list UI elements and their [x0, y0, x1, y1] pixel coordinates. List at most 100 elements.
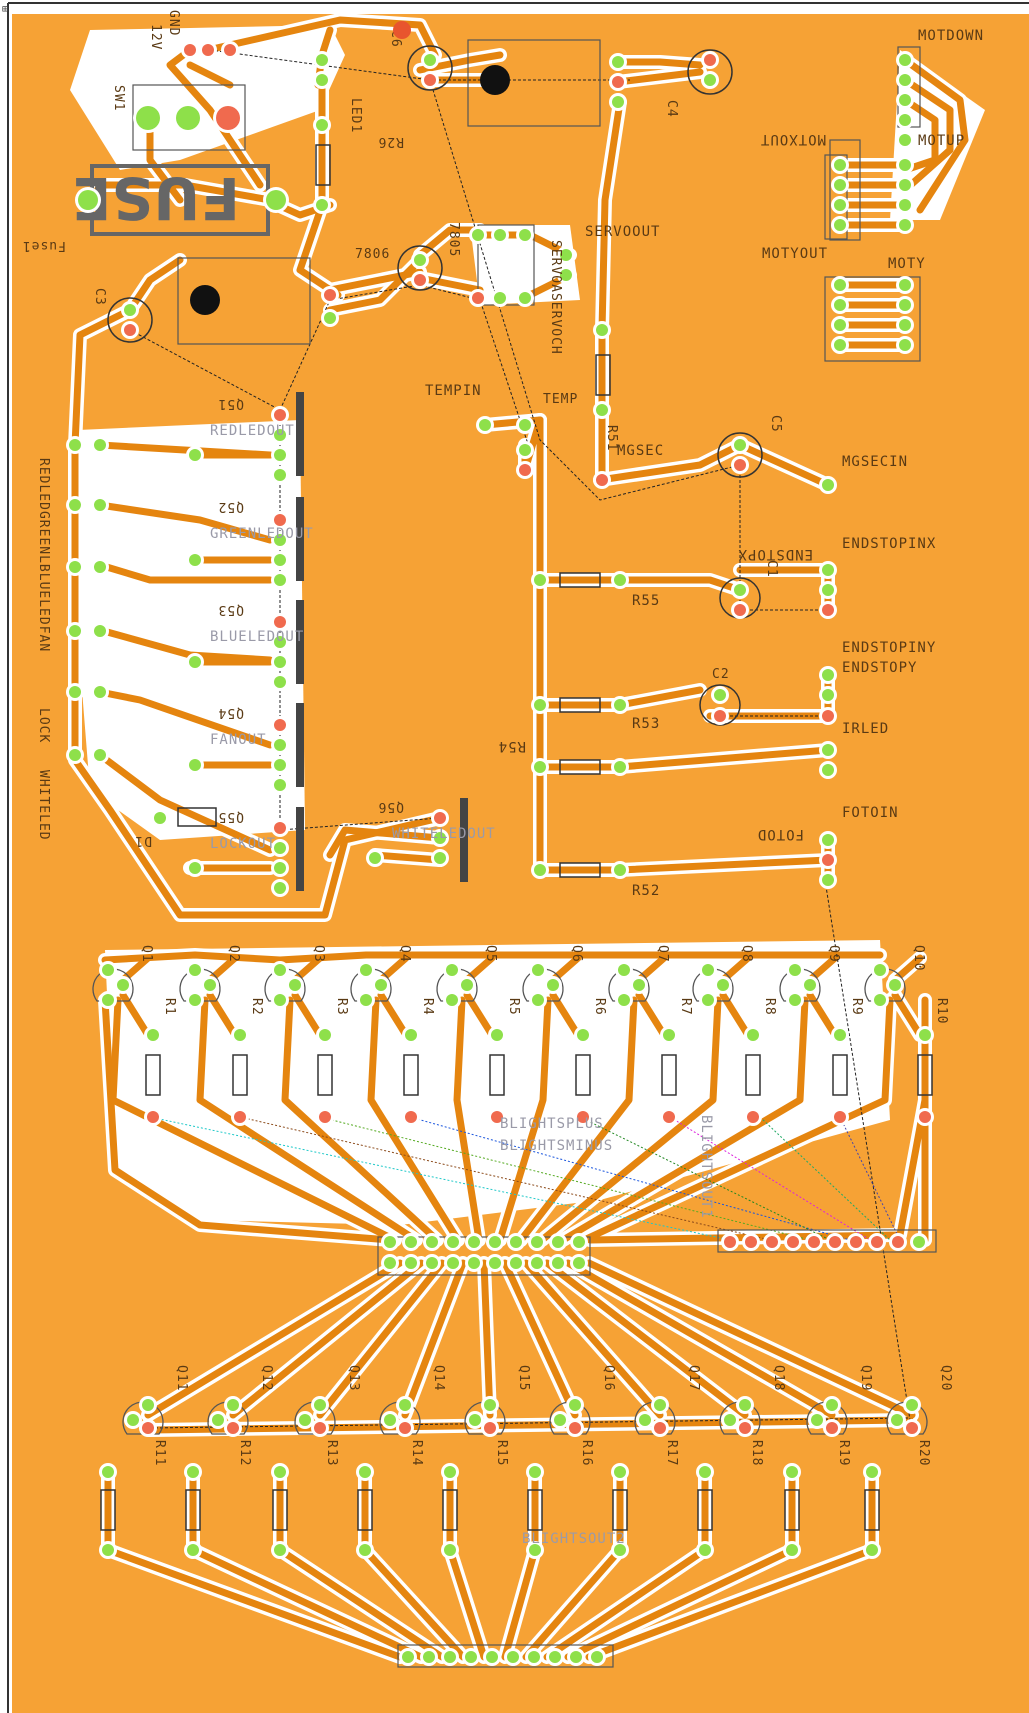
trace: [296, 201, 342, 299]
capacitor-icon: [397, 245, 443, 291]
pad-green: [319, 1029, 331, 1041]
pad-green: [405, 1236, 417, 1248]
trace: [585, 1259, 916, 1419]
trace: [453, 996, 483, 1244]
pads: [66, 41, 934, 1666]
label-led1: LED1: [348, 98, 363, 133]
pad-green: [899, 219, 911, 231]
component-outlines: [132, 39, 937, 1668]
pad-red: [808, 1236, 820, 1248]
label-q5: Q5: [483, 945, 498, 963]
pad-green: [834, 299, 846, 311]
label-c3: C3: [92, 288, 107, 306]
pad-red: [569, 1422, 581, 1434]
pad-green: [316, 74, 328, 86]
resistor-icon: [317, 1054, 333, 1096]
resistor-bodies: [100, 144, 933, 1531]
pad-green: [446, 964, 458, 976]
pad-green: [899, 159, 911, 171]
resistor-icon: [442, 1489, 458, 1531]
pad-green: [614, 699, 626, 711]
label-q12: Q12: [259, 1365, 274, 1391]
trace: [101, 996, 394, 1244]
pad-green: [899, 134, 911, 146]
trace: [361, 1546, 467, 1661]
pad-green: [274, 554, 286, 566]
pad-green: [834, 339, 846, 351]
trace: [559, 996, 809, 1244]
pad-green: [117, 979, 129, 991]
pad-green: [147, 1029, 159, 1041]
marker-dot: [393, 21, 411, 39]
pad-green: [552, 1236, 564, 1248]
pad-green: [187, 1544, 199, 1556]
pad-green: [899, 179, 911, 191]
pad-green: [227, 1399, 239, 1411]
mounting-hole: [190, 285, 220, 315]
pad-green: [69, 625, 81, 637]
pad-red: [829, 1236, 841, 1248]
pad-red: [834, 1111, 846, 1123]
pad-green: [468, 1236, 480, 1248]
pad-green: [274, 1544, 286, 1556]
trace: [614, 68, 704, 86]
label-r16: R16: [579, 1440, 594, 1466]
pad-green: [534, 864, 546, 876]
pad-green: [510, 1236, 522, 1248]
pad-green: [274, 739, 286, 751]
pad-green: [274, 429, 286, 441]
pad-green: [274, 574, 286, 586]
pad-green: [189, 994, 201, 1006]
pad-green: [189, 554, 201, 566]
pad-red: [871, 1236, 883, 1248]
pad-green: [786, 1544, 798, 1556]
trace: [166, 46, 264, 189]
pad-green: [405, 1257, 417, 1269]
mounting-hole: [480, 65, 510, 95]
pad-green: [444, 1651, 456, 1663]
pad-green: [866, 1466, 878, 1478]
resistor-icon: [232, 1054, 248, 1096]
trace: [416, 51, 504, 74]
label-endstopiny: ENDSTOPINY: [842, 640, 936, 656]
pad-green: [822, 874, 834, 886]
pad-green: [577, 1029, 589, 1041]
ic-chip-icon: [177, 257, 311, 345]
resistor-icon: [917, 1054, 933, 1096]
ic-chip-icon: [467, 39, 601, 127]
pad-red: [850, 1236, 862, 1248]
pad-green: [274, 676, 286, 688]
trace: [901, 56, 969, 214]
trace: [377, 954, 410, 984]
label-fotoin: FOTOIN: [842, 805, 899, 821]
pad-green: [663, 1029, 675, 1041]
pad-green: [69, 686, 81, 698]
trace: [538, 996, 722, 1244]
pad-green: [447, 1236, 459, 1248]
label-7805: 7805: [446, 222, 461, 257]
pad-red: [739, 1422, 751, 1434]
pad-green: [359, 1466, 371, 1478]
pad-green: [234, 1029, 246, 1041]
pad-green: [212, 1414, 224, 1426]
pad-green: [874, 964, 886, 976]
pad-green: [189, 964, 201, 976]
pad-green: [822, 669, 834, 681]
resistor-icon: [575, 1054, 591, 1096]
trace: [806, 954, 839, 984]
pad-green: [423, 1651, 435, 1663]
label-r8: R8: [762, 998, 777, 1016]
pad-green: [468, 1257, 480, 1269]
pad-green: [69, 749, 81, 761]
pad-green: [94, 561, 106, 573]
pad-green: [274, 1466, 286, 1478]
pad-green: [714, 689, 726, 701]
pad-red: [147, 1111, 159, 1123]
trace: [206, 991, 239, 1039]
pad-red: [596, 474, 608, 486]
label-q55: Q55: [218, 809, 244, 824]
label-r20: R20: [916, 1440, 931, 1466]
pad-green: [899, 299, 911, 311]
pad-green: [384, 1414, 396, 1426]
pad-green: [461, 979, 473, 991]
